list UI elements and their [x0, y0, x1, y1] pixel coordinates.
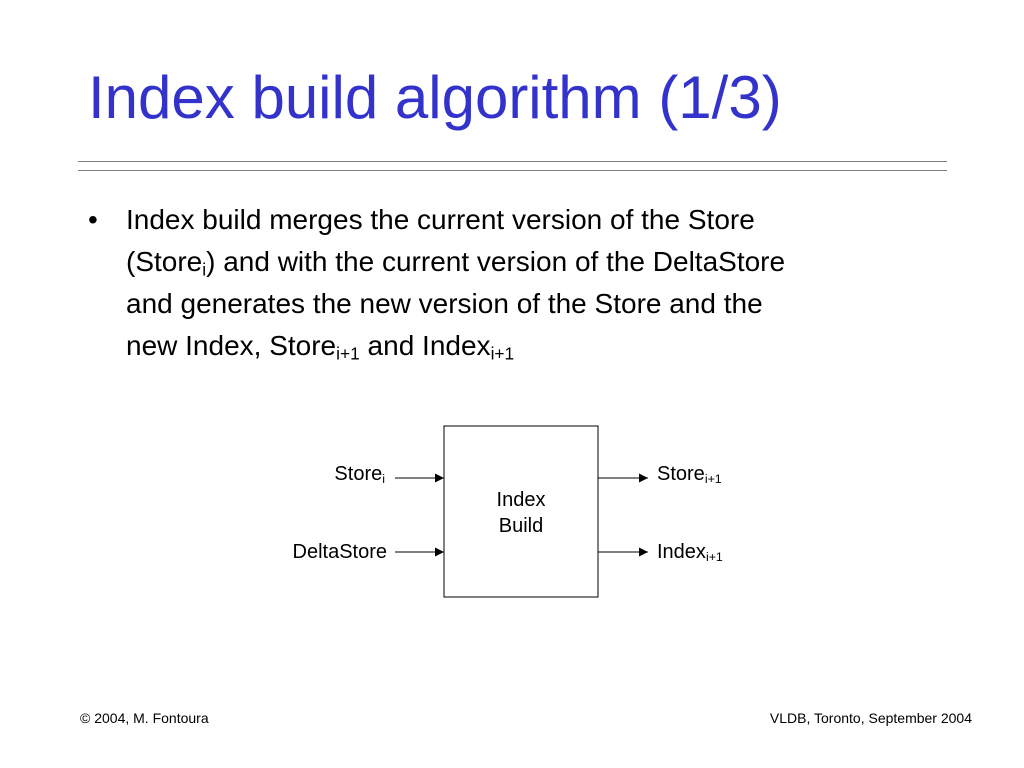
- slide-title: Index build algorithm (1/3): [88, 64, 782, 131]
- output-index-label: Indexi+1: [657, 540, 723, 564]
- input-deltastore-label: DeltaStore: [293, 540, 388, 564]
- input-store-text: Store: [334, 463, 383, 485]
- input-store-sub: i: [382, 472, 385, 487]
- bullet-line-2-pre: (Store: [126, 246, 203, 277]
- footer-venue: VLDB, Toronto, September 2004: [769, 710, 972, 726]
- bullet-line-2-sub: i: [202, 259, 207, 280]
- output-index-sub: i+1: [705, 550, 723, 565]
- title-rule-top: [78, 161, 947, 162]
- bullet-line-4-sub-1: i+1: [336, 343, 360, 364]
- footer-copyright: © 2004, M. Fontoura: [80, 710, 209, 726]
- input-deltastore-text: DeltaStore: [292, 541, 388, 563]
- bullet-line-3-text: and generates the new version of the Sto…: [126, 288, 763, 319]
- index-build-label-line-2: Build: [498, 515, 544, 537]
- bullet-line-2-post: ) and with the current version of the De…: [206, 246, 786, 277]
- bullet-line-4-sub-2: i+1: [490, 343, 515, 364]
- bullet-line-3: and generates the new version of the Sto…: [126, 283, 946, 325]
- bullet-line-2: (Storei) and with the current version of…: [126, 241, 946, 283]
- index-build-label: Index Build: [445, 487, 597, 539]
- output-store-sub: i+1: [704, 472, 722, 487]
- bullet-line-4-mid: and Index: [359, 330, 491, 361]
- output-store-text: Store: [657, 463, 705, 485]
- title-rule-bottom: [78, 170, 947, 171]
- bullet-line-4-pre: new Index, Store: [126, 330, 337, 361]
- bullet-marker: •: [88, 204, 98, 235]
- bullet-line-1: Index build merges the current version o…: [126, 199, 946, 241]
- output-index-text: Index: [657, 541, 706, 563]
- output-store-label: Storei+1: [657, 462, 722, 486]
- bullet-line-4: new Index, Storei+1 and Indexi+1: [126, 325, 946, 367]
- input-store-label: Storei: [334, 462, 385, 486]
- index-build-label-line-1: Index: [496, 489, 546, 511]
- bullet-text: Index build merges the current version o…: [126, 199, 946, 367]
- index-build-box: [443, 425, 599, 598]
- bullet-line-1-text: Index build merges the current version o…: [126, 204, 755, 235]
